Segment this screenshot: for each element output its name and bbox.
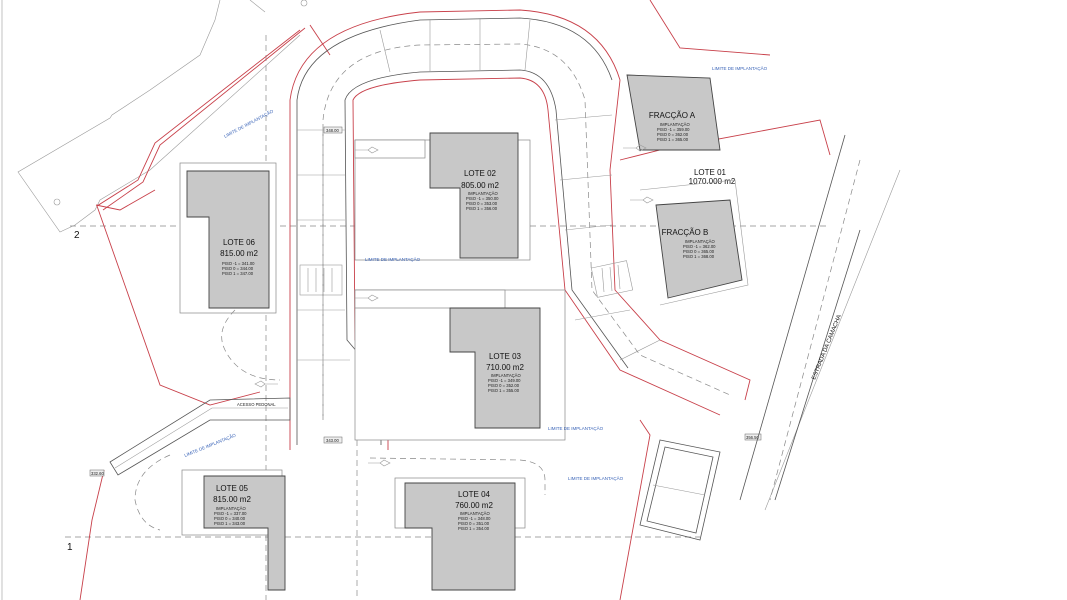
svg-text:PISO 1 = 343.00: PISO 1 = 343.00 <box>214 521 246 526</box>
svg-text:IMPLANTAÇÃO: IMPLANTAÇÃO <box>216 506 246 511</box>
svg-text:PISO -1 = 348.00: PISO -1 = 348.00 <box>458 516 491 521</box>
grid-marker-2: 2 <box>74 230 80 241</box>
elevation-west-entry: 332.60 <box>91 471 104 476</box>
lot-01: LOTE 01 1070.000 m2 FRACÇÃO A IMPLANTAÇÃ… <box>626 65 768 306</box>
svg-text:PISO -1 = 362.00: PISO -1 = 362.00 <box>683 244 716 249</box>
svg-text:PISO 1 = 354.00: PISO 1 = 354.00 <box>458 526 490 531</box>
lot-06: LOTE 06 815.00 m2 PISO -1 = 341.00 PISO … <box>179 162 281 381</box>
lot-02: LOTE 02 805.00 m2 IMPLANTAÇÃO PISO -1 = … <box>354 132 531 262</box>
pedestrian-access-label: ACESSO PEDONAL <box>237 402 276 407</box>
svg-text:LIMITE DE IMPLANTAÇÃO: LIMITE DE IMPLANTAÇÃO <box>568 475 624 481</box>
svg-text:PISO 1 = 355.00: PISO 1 = 355.00 <box>488 388 520 393</box>
svg-text:IMPLANTAÇÃO: IMPLANTAÇÃO <box>660 122 690 127</box>
service-structure: 356.50 <box>639 433 762 541</box>
svg-text:PISO 0 = 351.00: PISO 0 = 351.00 <box>458 521 490 526</box>
svg-text:PISO 0 = 340.00: PISO 0 = 340.00 <box>214 516 246 521</box>
svg-text:LOTE 02: LOTE 02 <box>464 169 497 178</box>
svg-text:PISO 1 = 365.00: PISO 1 = 365.00 <box>657 137 689 142</box>
svg-text:LIMITE DE IMPLANTAÇÃO: LIMITE DE IMPLANTAÇÃO <box>365 256 421 262</box>
svg-text:805.00 m2: 805.00 m2 <box>461 181 499 190</box>
svg-text:IMPLANTAÇÃO: IMPLANTAÇÃO <box>685 239 715 244</box>
svg-text:PISO -1 = 350.00: PISO -1 = 350.00 <box>466 196 499 201</box>
svg-text:IMPLANTAÇÃO: IMPLANTAÇÃO <box>491 373 521 378</box>
svg-text:IMPLANTAÇÃO: IMPLANTAÇÃO <box>460 511 490 516</box>
lot-06-name: LOTE 06 <box>223 238 256 247</box>
estrada-da-camacha: ESTRADA DA CAMACHA <box>739 134 901 511</box>
svg-text:PISO -1 = 337.00: PISO -1 = 337.00 <box>214 511 247 516</box>
svg-text:FRACÇÃO A: FRACÇÃO A <box>649 111 696 120</box>
svg-text:LOTE 03: LOTE 03 <box>489 352 522 361</box>
svg-text:PISO 0 = 365.00: PISO 0 = 365.00 <box>683 249 715 254</box>
access-arrows <box>254 144 654 467</box>
svg-text:PISO 0 = 362.00: PISO 0 = 362.00 <box>657 132 689 137</box>
lot-04: LOTE 04 760.00 m2 IMPLANTAÇÃO PISO -1 = … <box>369 457 624 591</box>
svg-text:PISO 1 = 356.00: PISO 1 = 356.00 <box>466 206 498 211</box>
svg-text:PISO 1 = 368.00: PISO 1 = 368.00 <box>683 254 715 259</box>
lot-01-area: 1070.000 m2 <box>689 177 736 186</box>
svg-text:710.00 m2: 710.00 m2 <box>486 363 524 372</box>
lot-06-area: 815.00 m2 <box>220 249 258 258</box>
svg-text:815.00 m2: 815.00 m2 <box>213 495 251 504</box>
svg-text:LOTE 05: LOTE 05 <box>216 484 249 493</box>
svg-text:760.00 m2: 760.00 m2 <box>455 501 493 510</box>
svg-text:LIMITE DE IMPLANTAÇÃO: LIMITE DE IMPLANTAÇÃO <box>548 425 604 431</box>
elevation-east-entry: 356.50 <box>746 435 759 440</box>
svg-text:FRACÇÃO B: FRACÇÃO B <box>662 228 709 237</box>
road-name-label: ESTRADA DA CAMACHA <box>811 314 843 381</box>
property-boundary <box>79 0 831 600</box>
lot-01-name: LOTE 01 <box>694 168 727 177</box>
elevation-road-bottom: 343.00 <box>326 438 339 443</box>
svg-text:LOTE 04: LOTE 04 <box>458 490 491 499</box>
terrain-outline <box>17 0 308 233</box>
svg-text:LIMITE DE IMPLANTAÇÃO: LIMITE DE IMPLANTAÇÃO <box>183 432 237 458</box>
elevation-road-top: 348.00 <box>326 128 339 133</box>
internal-road: 348.00 343.00 <box>289 9 751 450</box>
svg-text:LIMITE DE IMPLANTAÇÃO: LIMITE DE IMPLANTAÇÃO <box>712 65 768 71</box>
svg-text:PISO -1 = 349.00: PISO -1 = 349.00 <box>488 378 521 383</box>
lot-03: LOTE 03 710.00 m2 IMPLANTAÇÃO PISO -1 = … <box>354 289 604 441</box>
pedestrian-access: ACESSO PEDONAL 332.60 <box>89 397 291 477</box>
lot-05: LOTE 05 815.00 m2 IMPLANTAÇÃO PISO -1 = … <box>134 432 286 591</box>
svg-text:PISO 0 = 344.00: PISO 0 = 344.00 <box>222 266 254 271</box>
svg-text:PISO 0 = 352.00: PISO 0 = 352.00 <box>488 383 520 388</box>
crosswalk <box>299 260 634 298</box>
svg-text:PISO 0 = 353.00: PISO 0 = 353.00 <box>466 201 498 206</box>
svg-text:PISO -1 = 359.00: PISO -1 = 359.00 <box>657 127 690 132</box>
svg-text:LIMITE DE IMPLANTAÇÃO: LIMITE DE IMPLANTAÇÃO <box>223 107 275 138</box>
svg-text:IMPLANTAÇÃO: IMPLANTAÇÃO <box>468 191 498 196</box>
svg-text:PISO -1 = 341.00: PISO -1 = 341.00 <box>222 261 255 266</box>
svg-text:PISO 1 = 347.00: PISO 1 = 347.00 <box>222 271 254 276</box>
grid-marker-1: 1 <box>67 542 73 553</box>
